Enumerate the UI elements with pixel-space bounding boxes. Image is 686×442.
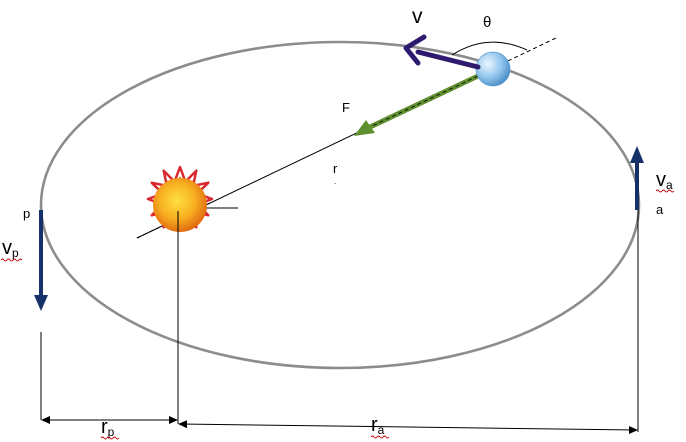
- velocity-arrow: [403, 34, 481, 70]
- force-arrow: [354, 73, 480, 136]
- orbit-ellipse: [39, 40, 641, 370]
- ra-dimension-arrow: [178, 420, 638, 434]
- periapsis-velocity-label: vp: [2, 237, 19, 260]
- radius-mark: .: [334, 177, 336, 186]
- radius-label: r: [333, 161, 338, 176]
- ra-squiggle: [370, 435, 390, 439]
- perihelion-velocity-arrow: [34, 210, 48, 311]
- apoapsis-velocity-label: va: [656, 169, 673, 192]
- vp-squiggle: [0, 258, 23, 262]
- aphelion-velocity-arrow: [630, 146, 644, 210]
- rp-dimension-arrow: [41, 416, 178, 424]
- velocity-label: v: [412, 5, 423, 28]
- periapsis-label: p: [23, 206, 30, 221]
- theta-arc: [451, 41, 528, 56]
- apoapsis-label: a: [656, 202, 664, 217]
- va-squiggle: [655, 189, 675, 193]
- force-label: F: [342, 100, 350, 115]
- sun-icon: [146, 165, 214, 233]
- rp-label: rp: [101, 416, 115, 439]
- ra-label: ra: [371, 414, 385, 437]
- rp-squiggle: [100, 436, 120, 440]
- theta-label: θ: [483, 14, 491, 31]
- planet-icon: [475, 51, 511, 87]
